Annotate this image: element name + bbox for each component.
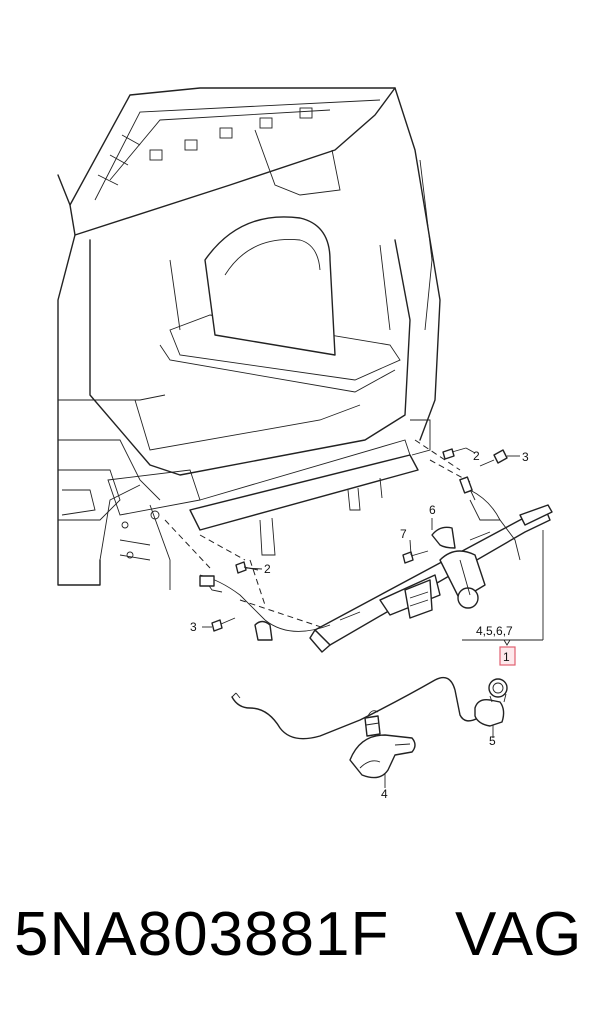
callout-4: 4 [381,787,388,801]
callout-3-upper: 3 [522,450,529,464]
screw-icon [479,449,508,467]
screw-icon [211,617,236,632]
callout-6: 6 [429,503,436,517]
callout-5: 5 [489,734,496,748]
screw-icon [442,447,467,460]
screw-icon [402,550,429,564]
callout-7: 7 [400,527,407,541]
socket-part-5 [474,678,508,727]
callout-2-upper: 2 [473,449,480,463]
callout-1: 1 [503,650,510,664]
callout-2-lower: 2 [264,562,271,576]
tailgate [69,87,396,236]
leader-lines [202,447,544,788]
wiring-harness-upper [199,489,501,641]
towbar-assembly [309,476,553,653]
body-shell [57,87,441,586]
callout-group-4567: 4,5,6,7 [476,624,513,638]
callout-3-lower: 3 [190,620,197,634]
brand-label: VAG [455,900,582,969]
footer: 5NA803881F VAG [0,890,600,990]
part-number: 5NA803881F [14,900,390,969]
trunk-interior [89,129,411,476]
bracket-part-4 [349,710,416,779]
highlight-box [499,646,516,666]
screw-icon [235,561,259,574]
parts-diagram: 2 3 6 7 2 3 4,5,6,7 1 5 4 [57,87,553,801]
mounting-lines [164,439,471,631]
screws [211,447,508,632]
rear-cross-member [107,419,431,590]
wiring-harness-lower [231,676,479,740]
